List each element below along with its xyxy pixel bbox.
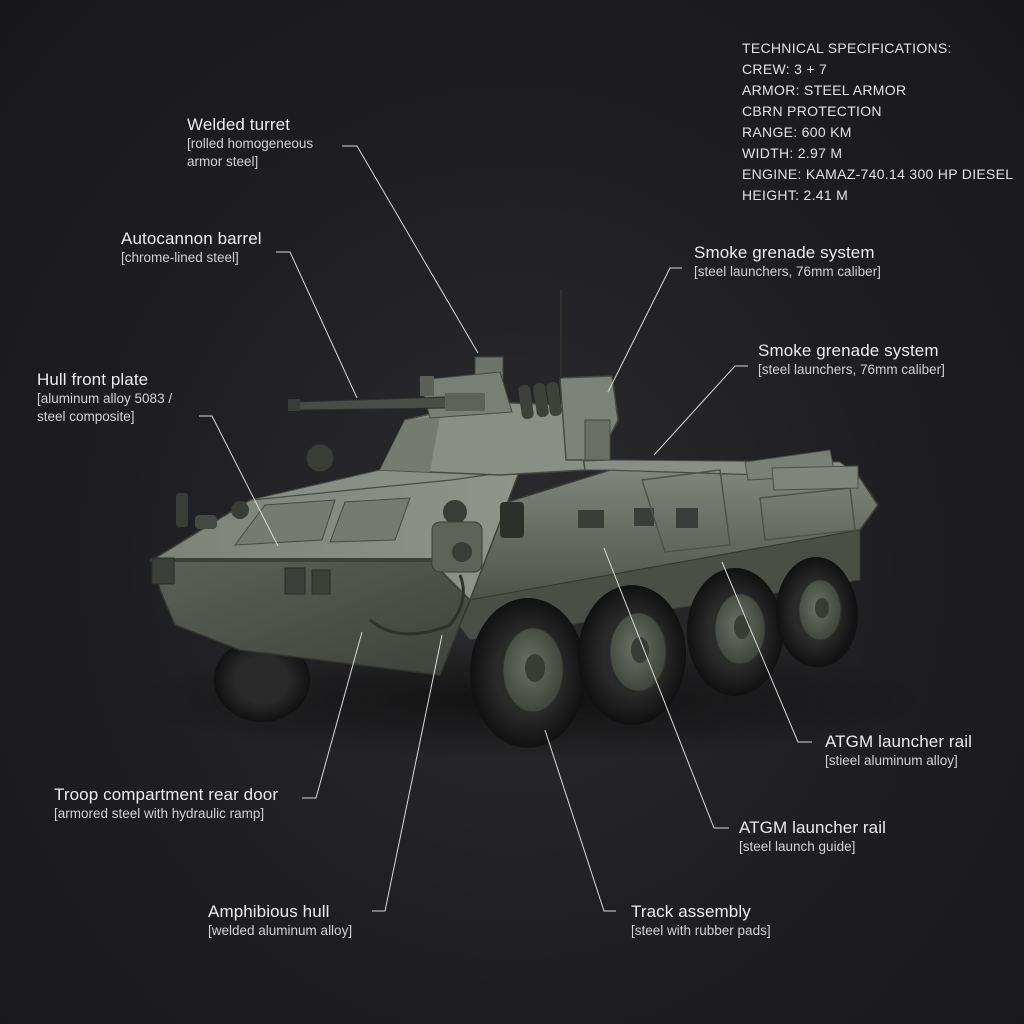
leader-amphibious-hull: [372, 634, 443, 912]
callout-title: Smoke grenade system: [758, 341, 939, 360]
callout-atgm-rail-1: ATGM launcher rail [stieel aluminum allo…: [825, 732, 972, 770]
spec-range: RANGE: 600 KM: [742, 124, 852, 140]
callout-amphibious-hull: Amphibious hull [welded aluminum alloy]: [208, 902, 352, 940]
autocannon: [288, 393, 485, 411]
callout-smoke-grenade-1: Smoke grenade system [steel launchers, 7…: [694, 243, 881, 281]
leader-atgm-rail-2: [603, 547, 729, 829]
callout-atgm-rail-2: ATGM launcher rail [steel launch guide]: [739, 818, 886, 856]
callout-material: [steel launchers, 76mm caliber]: [758, 362, 945, 377]
callout-autocannon-barrel: Autocannon barrel [chrome-lined steel]: [121, 229, 262, 267]
callout-material: [rolled homogeneous: [187, 136, 314, 151]
callout-material: [steel launch guide]: [739, 839, 856, 854]
callout-material: steel composite]: [37, 409, 135, 424]
leader-smoke-grenade-1: [607, 267, 682, 393]
callout-title: Track assembly: [631, 902, 751, 921]
callout-title: Smoke grenade system: [694, 243, 875, 262]
callout-material: [welded aluminum alloy]: [208, 923, 353, 938]
spec-crew: CREW: 3 + 7: [742, 61, 828, 77]
spec-engine: ENGINE: KAMAZ-740.14 300 HP DIESEL: [742, 166, 1014, 182]
callout-material: [steel launchers, 76mm caliber]: [694, 264, 881, 279]
callout-title: ATGM launcher rail: [825, 732, 972, 751]
callout-material: [chrome-lined steel]: [121, 250, 239, 265]
callout-smoke-grenade-2: Smoke grenade system [steel launchers, 7…: [758, 341, 945, 379]
callout-material: [stieel aluminum alloy]: [825, 753, 958, 768]
leader-smoke-grenade-2: [653, 365, 748, 456]
spec-width: WIDTH: 2.97 M: [742, 145, 843, 161]
spec-cbrn: CBRN PROTECTION: [742, 103, 882, 119]
leader-welded-turret: [342, 145, 479, 354]
callout-material: [armored steel with hydraulic ramp]: [54, 806, 265, 821]
leader-track-assembly: [544, 729, 616, 912]
callout-title: Hull front plate: [37, 370, 149, 389]
callout-hull-front-plate: Hull front plate [aluminum alloy 5083 / …: [37, 370, 172, 426]
callout-welded-turret: Welded turret [rolled homogeneous armor …: [187, 115, 313, 171]
leader-troop-door: [302, 631, 363, 799]
leader-autocannon-barrel: [276, 251, 358, 399]
spec-armor: ARMOR: STEEL ARMOR: [742, 82, 907, 98]
callout-material: [aluminum alloy 5083 /: [37, 391, 173, 406]
leader-atgm-rail-1: [721, 561, 812, 743]
callout-title: Autocannon barrel: [121, 229, 262, 248]
callout-title: ATGM launcher rail: [739, 818, 886, 837]
callout-title: Welded turret: [187, 115, 291, 134]
spec-heading: TECHNICAL SPECIFICATIONS:: [742, 40, 952, 56]
near-wheels: [470, 557, 856, 748]
callout-material: armor steel]: [187, 154, 259, 169]
leader-hull-front-plate: [199, 415, 279, 547]
callout-title: Troop compartment rear door: [54, 785, 279, 804]
callout-track-assembly: Track assembly [steel with rubber pads]: [631, 902, 771, 940]
spec-height: HEIGHT: 2.41 M: [742, 187, 849, 203]
callout-title: Amphibious hull: [208, 902, 330, 921]
callout-material: [steel with rubber pads]: [631, 923, 771, 938]
technical-specifications: TECHNICAL SPECIFICATIONS: CREW: 3 + 7 AR…: [742, 38, 1013, 206]
callout-troop-door: Troop compartment rear door [armored ste…: [54, 785, 278, 823]
